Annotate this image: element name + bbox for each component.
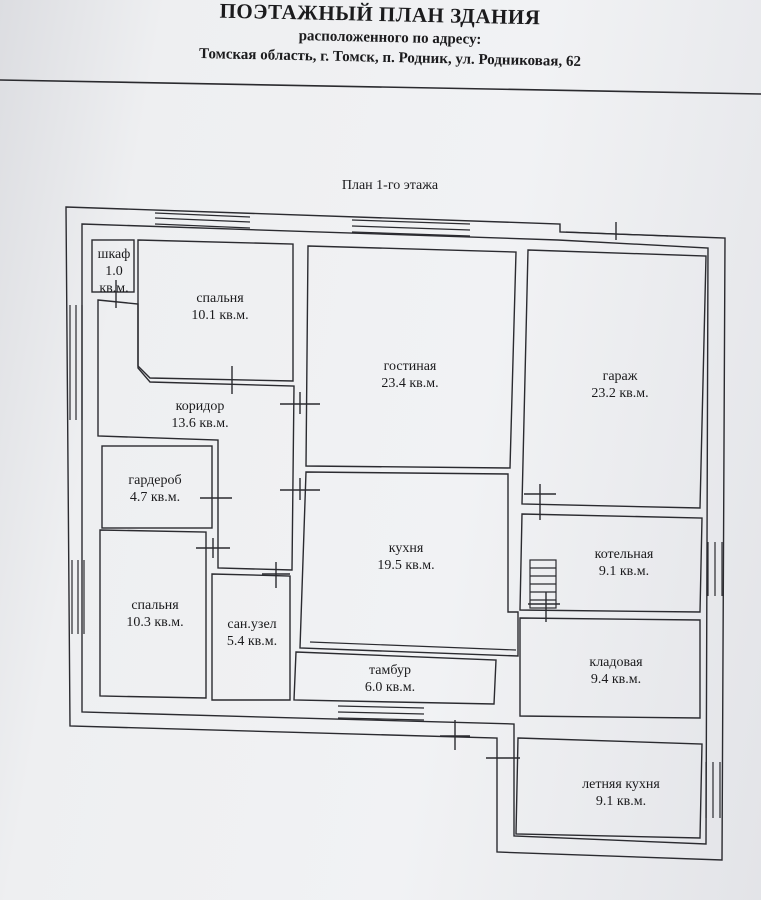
room-summer-kitchen <box>515 737 703 839</box>
room-dressing <box>101 445 213 529</box>
room-storage <box>519 617 701 719</box>
room-garage <box>521 249 707 509</box>
room-boiler <box>519 513 703 613</box>
label-bathroom: сан.узел 5.4 кв.м. <box>226 617 278 649</box>
label-storage: кладовая 9.4 кв.м. <box>589 655 643 687</box>
label-garage: гараж 23.2 кв.м. <box>591 369 649 401</box>
label-dressing: гардероб 4.7 кв.м. <box>128 473 182 505</box>
room-bathroom <box>211 573 291 701</box>
label-summer-kitchen: летняя кухня 9.1 кв.м. <box>582 777 660 809</box>
label-bedroom-top: спальня 10.1 кв.м. <box>191 291 249 323</box>
label-vestibule: тамбур 6.0 кв.м. <box>364 663 416 695</box>
windows <box>69 212 723 818</box>
room-bedroom-bottom <box>99 529 207 699</box>
label-bedroom-bottom: спальня 10.3 кв.м. <box>126 598 184 630</box>
room-living <box>305 245 517 469</box>
inner-wall <box>81 223 709 845</box>
stairs <box>529 559 557 609</box>
label-kitchen: кухня 19.5 кв.м. <box>377 541 435 573</box>
label-closet: шкаф 1.0 кв.м. <box>97 247 131 296</box>
room-kitchen <box>299 471 519 657</box>
header-rule <box>0 79 761 95</box>
label-living: гостиная 23.4 кв.м. <box>381 359 439 391</box>
outer-wall <box>65 206 726 861</box>
room-corridor <box>97 299 295 571</box>
room-vestibule <box>293 651 497 705</box>
door-marks <box>115 222 617 759</box>
label-corridor: коридор 13.6 кв.м. <box>171 399 229 431</box>
plan-label: План 1-го этажа <box>341 178 439 193</box>
room-wardrobe-closet <box>91 239 135 293</box>
label-boiler: котельная 9.1 кв.м. <box>594 547 654 579</box>
